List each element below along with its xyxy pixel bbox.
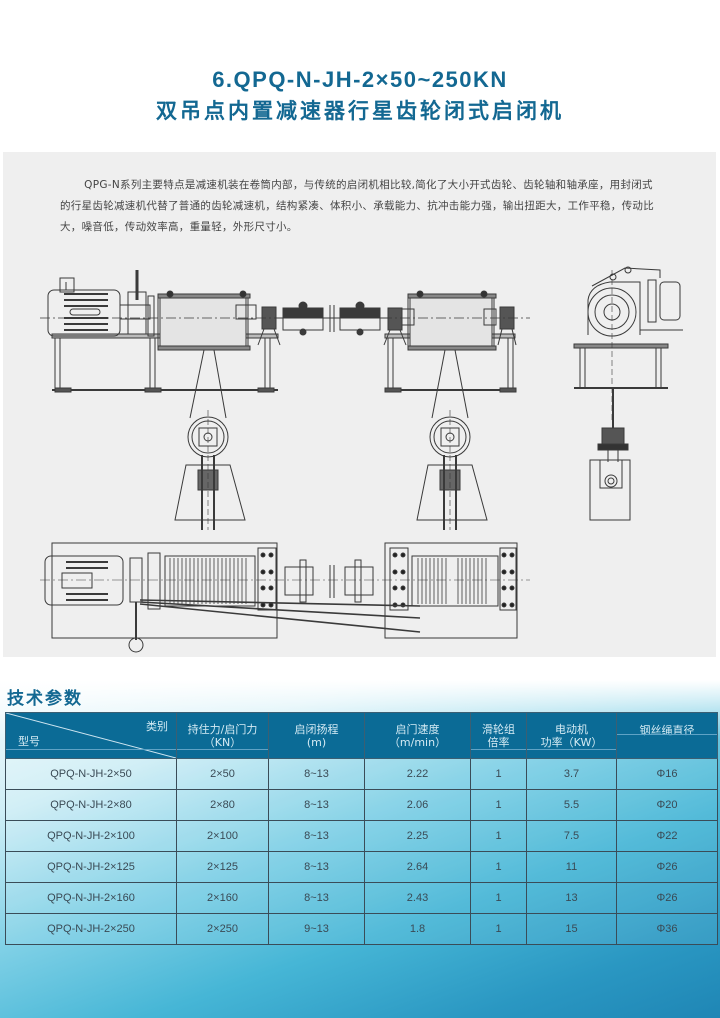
header-lift-height: 启闭扬程(m) xyxy=(268,712,365,759)
front-view-right-unit xyxy=(383,290,517,419)
plan-view-couplings xyxy=(284,559,374,603)
intro-text: QPG-N系列主要特点是减速机装在卷筒内部，与传统的启闭机相比较,简化了大小开式… xyxy=(60,179,654,233)
cell-force: 2×80 xyxy=(176,789,269,821)
plan-view-left xyxy=(44,542,278,653)
table-row: QPQ-N-JH-2×80 2×80 8~13 2.06 1 5.5 Φ20 xyxy=(5,789,718,821)
cell-speed: 2.22 xyxy=(364,758,471,790)
cell-force: 2×50 xyxy=(176,758,269,790)
section-title-specs: 技术参数 xyxy=(7,689,83,709)
cell-ratio: 1 xyxy=(470,820,527,852)
cell-power: 13 xyxy=(526,882,617,914)
cell-lift: 8~13 xyxy=(268,882,365,914)
cell-speed: 2.25 xyxy=(364,820,471,852)
cell-lift: 8~13 xyxy=(268,789,365,821)
cell-rope: Φ36 xyxy=(616,913,718,945)
pulley-block-right xyxy=(416,410,488,530)
cell-speed: 2.43 xyxy=(364,882,471,914)
table-row: QPQ-N-JH-2×160 2×160 8~13 2.43 1 13 Φ26 xyxy=(5,882,718,914)
cell-model: QPQ-N-JH-2×160 xyxy=(5,882,177,914)
specs-table: 类别 型号 持住力/启门力（KN） 启闭扬程(m) 启门速度（m/min） 滑轮… xyxy=(5,712,718,945)
corner-header: 类别 型号 xyxy=(5,712,177,759)
front-view-left-unit xyxy=(47,270,281,419)
cell-lift: 9~13 xyxy=(268,913,365,945)
cell-ratio: 1 xyxy=(470,882,527,914)
cell-model: QPQ-N-JH-2×80 xyxy=(5,789,177,821)
table-row: QPQ-N-JH-2×125 2×125 8~13 2.64 1 11 Φ26 xyxy=(5,851,718,883)
table-header-row: 类别 型号 持住力/启门力（KN） 启闭扬程(m) 启门速度（m/min） 滑轮… xyxy=(5,712,718,759)
cell-speed: 1.8 xyxy=(364,913,471,945)
cell-rope: Φ26 xyxy=(616,851,718,883)
front-view-couplings xyxy=(276,301,390,336)
side-view xyxy=(573,266,683,521)
cell-rope: Φ20 xyxy=(616,789,718,821)
cell-rope: Φ16 xyxy=(616,758,718,790)
cell-force: 2×160 xyxy=(176,882,269,914)
page-title: 6.QPQ-N-JH-2×50~250KN 双吊点内置减速器行星齿轮闭式启闭机 xyxy=(0,66,720,126)
header-force: 持住力/启门力（KN） xyxy=(176,712,269,759)
cell-lift: 8~13 xyxy=(268,758,365,790)
header-model-label: 型号 xyxy=(18,735,40,748)
cell-rope: Φ26 xyxy=(616,882,718,914)
cell-lift: 8~13 xyxy=(268,820,365,852)
plan-view-right xyxy=(384,542,518,639)
cell-model: QPQ-N-JH-2×125 xyxy=(5,851,177,883)
cell-lift: 8~13 xyxy=(268,851,365,883)
header-speed: 启门速度（m/min） xyxy=(364,712,471,759)
table-row: QPQ-N-JH-2×50 2×50 8~13 2.22 1 3.7 Φ16 xyxy=(5,758,718,790)
cell-power: 3.7 xyxy=(526,758,617,790)
header-motor-power: 电动机功率（KW） xyxy=(526,712,617,759)
title-model-range: 6.QPQ-N-JH-2×50~250KN xyxy=(212,67,508,92)
intro-paragraph: QPG-N系列主要特点是减速机装在卷筒内部，与传统的启闭机相比较,简化了大小开式… xyxy=(60,175,660,238)
header-rope-diameter: 钢丝绳直径 xyxy=(616,712,718,759)
cell-ratio: 1 xyxy=(470,851,527,883)
cell-power: 5.5 xyxy=(526,789,617,821)
drawing-panel xyxy=(3,152,716,657)
cell-speed: 2.06 xyxy=(364,789,471,821)
table-row: QPQ-N-JH-2×250 2×250 9~13 1.8 1 15 Φ36 xyxy=(5,913,718,945)
cell-power: 15 xyxy=(526,913,617,945)
cell-model: QPQ-N-JH-2×50 xyxy=(5,758,177,790)
cell-rope: Φ22 xyxy=(616,820,718,852)
cell-force: 2×100 xyxy=(176,820,269,852)
cell-ratio: 1 xyxy=(470,913,527,945)
table-row: QPQ-N-JH-2×100 2×100 8~13 2.25 1 7.5 Φ22 xyxy=(5,820,718,852)
cell-speed: 2.64 xyxy=(364,851,471,883)
header-pulley-ratio: 滑轮组倍率 xyxy=(470,712,527,759)
pulley-block-left xyxy=(174,410,246,530)
technical-drawing xyxy=(40,266,683,653)
header-category-label: 类别 xyxy=(146,720,168,733)
cell-power: 7.5 xyxy=(526,820,617,852)
cell-model: QPQ-N-JH-2×100 xyxy=(5,820,177,852)
cell-force: 2×125 xyxy=(176,851,269,883)
cell-ratio: 1 xyxy=(470,758,527,790)
title-product-name: 双吊点内置减速器行星齿轮闭式启闭机 xyxy=(156,99,564,123)
cell-model: QPQ-N-JH-2×250 xyxy=(5,913,177,945)
cell-force: 2×250 xyxy=(176,913,269,945)
cell-power: 11 xyxy=(526,851,617,883)
cell-ratio: 1 xyxy=(470,789,527,821)
